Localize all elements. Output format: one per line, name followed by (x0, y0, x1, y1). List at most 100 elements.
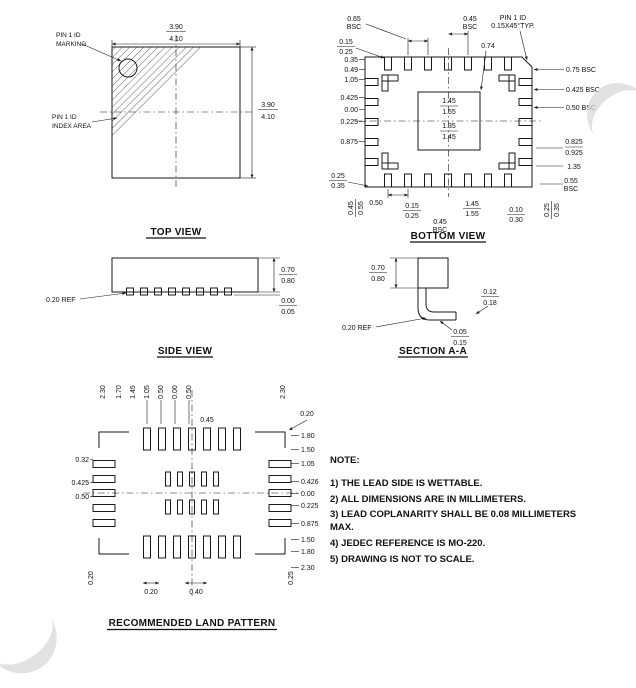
dim-bottom-pair2-min: 0.10 (509, 207, 523, 214)
note-item-5: 5) DRAWING IS NOT TO SCALE. (330, 553, 475, 565)
dim-bottom-bsc: BSC (433, 227, 447, 234)
package-outline (111, 46, 241, 179)
notes-block: NOTE: 1) THE LEAD SIDE IS WETTABLE. 2) A… (330, 455, 598, 570)
lead-profile (417, 288, 457, 321)
dim-pad-width-max: 1.55 (442, 109, 456, 116)
body-section-hatch (417, 257, 449, 289)
svg-text:0.45: 0.45 (348, 201, 355, 215)
dim-135: 1.35 (567, 164, 581, 171)
dim-bottom-pair1-max: 0.25 (405, 213, 419, 220)
dim-pad-height-min: 1.35 (442, 123, 456, 130)
dim-foot-min: 0.05 (453, 329, 467, 336)
dim-foot-max: 0.15 (453, 340, 467, 347)
dim-top-height-min: 3.90 (261, 102, 275, 109)
dim-bl-max: 0.35 (331, 183, 345, 190)
dim-left-2: 0.49 (344, 67, 358, 74)
dims-top-rotated: 2.30 1.70 1.45 1.05 0.50 0.00 0.50 2.30 (100, 385, 287, 399)
center-lines (83, 390, 301, 596)
pins-top (384, 56, 512, 71)
dim-bottom-pair2-max: 0.30 (509, 217, 523, 224)
pin1-marking-label-line2: MARKING (56, 41, 86, 48)
svg-text:0.00: 0.00 (172, 385, 179, 399)
dim-lead-min: 0.12 (483, 289, 497, 296)
dim-pitch-value: 0.65 (347, 16, 361, 23)
pins-left (364, 78, 379, 166)
leads (126, 287, 232, 296)
section-aa-title: SECTION A-A (399, 346, 467, 357)
dim-height-max: 0.80 (281, 278, 295, 285)
svg-text:1.70: 1.70 (116, 385, 123, 399)
dim-bottom-1: 0.20 (144, 589, 158, 596)
dim-bottom-left-rotated: 0.20 (88, 571, 95, 585)
corner-pads (381, 74, 516, 170)
center-lines (100, 35, 252, 190)
svg-text:2.30: 2.30 (100, 385, 107, 399)
svg-text:2.30: 2.30 (301, 565, 315, 572)
svg-text:1.80: 1.80 (301, 433, 315, 440)
dim-lead-max: 0.18 (483, 300, 497, 307)
dim-right-pair-max: 0.925 (565, 150, 583, 157)
svg-text:1.45: 1.45 (130, 385, 137, 399)
dim-bottom-pad-max: 1.55 (465, 211, 479, 218)
dimension-lines (81, 31, 278, 179)
dim-center: 0.45 (200, 417, 214, 424)
dim-left-3: 0.50 (75, 494, 89, 501)
dim-bl-rotated: 0.45 0.55 (348, 199, 365, 217)
svg-text:0.00: 0.00 (301, 491, 315, 498)
pin1-index-label-line1: PIN 1 ID (52, 114, 77, 121)
top-view-title: TOP VIEW (151, 227, 202, 238)
svg-text:0.35: 0.35 (554, 203, 561, 217)
pin1-index-label-line2: INDEX AREA (52, 123, 92, 130)
dim-bl-min: 0.25 (331, 173, 345, 180)
top-view-panel: 3.90 4.10 3.90 4.10 PIN 1 ID MARKING PIN… (52, 24, 278, 239)
note-item-4: 4) JEDEC REFERENCE IS MO-220. (330, 538, 486, 550)
dim-bottom-right-rotated: 0.25 (288, 571, 295, 585)
dimension-lines (79, 257, 297, 306)
dim-top-width-min: 3.90 (169, 24, 183, 31)
dim-left-1: 0.35 (344, 57, 358, 64)
dim-center-offset-bsc: BSC (463, 24, 477, 31)
note-item-2: 2) ALL DIMENSIONS ARE IN MILLIMETERS. (330, 493, 526, 505)
dim-left-4: 0.425 (340, 95, 358, 102)
land-pattern-title: RECOMMENDED LAND PATTERN (109, 618, 276, 629)
dimension-lines (90, 400, 308, 585)
bottom-view-title: BOTTOM VIEW (411, 231, 486, 242)
pins-bottom (384, 173, 512, 188)
side-view-title: SIDE VIEW (158, 346, 213, 357)
dim-standoff-max: 0.05 (281, 309, 295, 316)
dim-lead-width-min: 0.15 (339, 39, 353, 46)
pads-right (268, 460, 292, 527)
dim-right-1: 0.75 BSC (566, 67, 596, 74)
dimension-lines (369, 257, 499, 337)
dim-bottom-2: 0.40 (189, 589, 203, 596)
dim-lead-width-max: 0.25 (339, 49, 353, 56)
dims-right-col: 1.80 1.50 1.05 0.426 0.00 0.225 0.875 1.… (301, 433, 319, 572)
dim-ref: 0.20 REF (342, 325, 372, 332)
svg-text:1.80: 1.80 (301, 549, 315, 556)
svg-text:0.25: 0.25 (544, 203, 551, 217)
dim-pad-height-max: 1.45 (442, 134, 456, 141)
svg-text:1.05: 1.05 (144, 385, 151, 399)
corner-traces (98, 431, 286, 555)
pin1-marking-label-line1: PIN 1 ID (56, 32, 81, 39)
section-aa-panel: 0.70 0.80 0.12 0.18 0.20 REF 0.05 0.15 S… (342, 257, 499, 358)
svg-text:0.426: 0.426 (301, 479, 319, 486)
center-pads (165, 471, 219, 515)
svg-text:1.50: 1.50 (301, 537, 315, 544)
dim-bottom-pad-min: 1.45 (465, 201, 479, 208)
pin1-index-hatch-area (112, 47, 202, 137)
dim-top-right: 0.20 (300, 411, 314, 418)
package-body (111, 257, 259, 293)
dim-right-3: 0.50 BSC (566, 105, 596, 112)
side-view-panel: 0.20 REF 0.70 0.80 0.00 0.05 SIDE VIEW (46, 257, 297, 358)
dim-074: 0.74 (481, 43, 495, 50)
dim-pitch-bsc: BSC (347, 24, 361, 31)
svg-text:0.55: 0.55 (358, 201, 365, 215)
dim-pad-width-min: 1.45 (442, 98, 456, 105)
land-pattern-panel: 2.30 1.70 1.45 1.05 0.50 0.00 0.50 2.30 … (71, 385, 319, 631)
dim-br-rotated: 0.25 0.35 (544, 201, 561, 219)
dim-right-bsc: BSC (564, 186, 578, 193)
dim-left-2: 0.425 (71, 480, 89, 487)
dim-center-offset-value: 0.45 (463, 16, 477, 23)
svg-text:1.50: 1.50 (301, 447, 315, 454)
